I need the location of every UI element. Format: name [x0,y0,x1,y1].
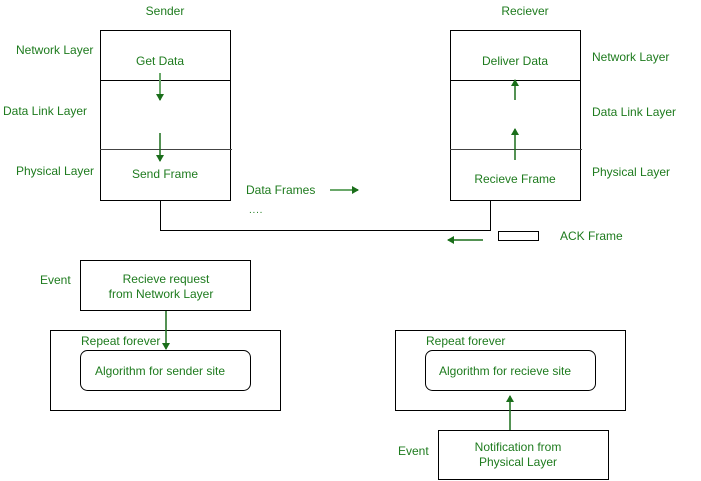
receiver-title: Reciever [501,4,549,18]
sender-event-label: Event [40,273,71,287]
recieve-frame-label: Recieve Frame [474,172,556,186]
deliver-data-label: Deliver Data [481,54,549,68]
sender-data-link-layer-label: Data Link Layer [3,104,88,118]
receiver-event-box [438,430,609,480]
receiver-algo-box [425,350,596,391]
receiver-data-link-layer-label: Data Link Layer [592,105,677,119]
sender-network-layer-label: Network Layer [16,43,94,57]
sender-event-text-line1: Recieve request [122,272,210,286]
ack-frame-box [498,231,539,241]
sender-event-text-line2: from Network Layer [108,287,214,301]
sender-repeat-forever-label: Repeat forever [81,334,161,348]
sender-algorithm-label: Algorithm for sender site [94,364,226,378]
data-frames-label: Data Frames [246,183,316,197]
ack-frame-label: ACK Frame [560,229,623,243]
receiver-physical-layer-label: Physical Layer [592,165,671,179]
sender-event-box [80,260,251,311]
ellipsis-dots: . . . . [249,205,262,216]
get-data-label: Get Data [135,54,185,68]
sender-title: Sender [145,4,185,18]
sender-algo-box [80,350,251,391]
receiver-network-layer-label: Network Layer [592,50,670,64]
sender-stack-box [100,30,231,201]
receiver-event-text-line2: Physical Layer [478,455,558,469]
receiver-algorithm-label: Algorithm for recieve site [438,364,572,378]
send-frame-label: Send Frame [131,167,199,181]
receiver-event-text-line1: Notification from [474,440,562,454]
receiver-stack-box [450,30,581,201]
channel-line [160,200,491,231]
receiver-event-label: Event [398,444,429,458]
receiver-repeat-forever-label: Repeat forever [426,334,506,348]
sender-physical-layer-label: Physical Layer [16,164,95,178]
